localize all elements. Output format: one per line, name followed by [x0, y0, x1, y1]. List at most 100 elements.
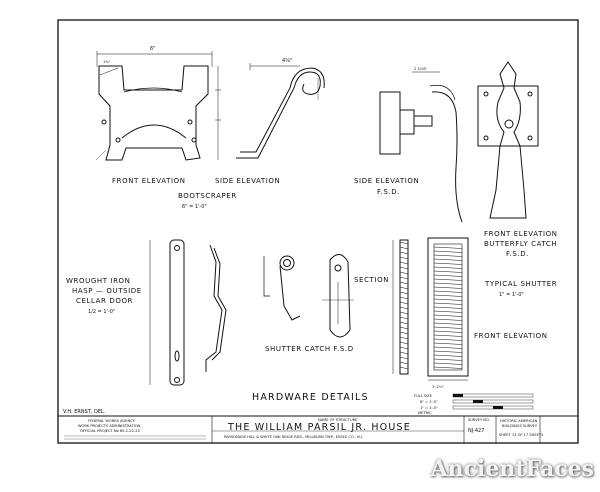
bootscraper-width-dim: 6" — [150, 46, 155, 52]
hasp-line3: CELLAR DOOR — [76, 297, 133, 305]
louver-section-slat — [399, 311, 409, 315]
bootscraper-title: BOOTSCRAPER — [178, 192, 237, 200]
louver-slat — [433, 246, 463, 249]
louver-slat — [433, 274, 463, 277]
louver-section-slat — [399, 361, 409, 365]
shutter-catch-label: SHUTTER CATCH F.S.D — [265, 345, 354, 353]
louver-slat — [433, 358, 463, 361]
louver-section-slat — [399, 246, 409, 250]
butterfly-line1: FRONT ELEVATION — [484, 230, 558, 238]
typical-shutter-scale: 1" = 1'-0" — [499, 292, 524, 298]
bootscraper-side-drawing — [236, 63, 325, 159]
shutter-louvers — [399, 241, 463, 370]
louver-section-slat — [399, 331, 409, 335]
typical-shutter-drawing — [392, 237, 469, 381]
louver-slat — [433, 310, 463, 313]
louver-section-slat — [399, 271, 409, 275]
bootscraper-left-dim: 1⅜" — [103, 60, 111, 64]
bootscraper-side-label: SIDE ELEVATION — [215, 177, 280, 185]
location: PARSONAGE HILL & WHITE OAK RIDGE RDS., M… — [224, 435, 363, 439]
louver-slat — [433, 334, 463, 337]
butterfly-line3: F.S.D. — [506, 250, 529, 258]
louver-slat — [433, 262, 463, 265]
hasp-drawing — [149, 239, 227, 386]
louver-section-slat — [399, 336, 409, 340]
ancientfaces-watermark: AncientFaces — [430, 456, 594, 482]
louver-slat — [433, 318, 463, 321]
hasp-line4: 1/2 = 1'-0" — [88, 309, 115, 315]
bootscraper-side-dim: 4⅝" — [282, 58, 292, 64]
louver-slat — [433, 282, 463, 285]
louver-slat — [433, 322, 463, 325]
agency-2: WORK PROJECTS ADMINISTRATION — [78, 424, 141, 428]
house-title: THE WILLIAM PARSIL JR. HOUSE — [227, 422, 411, 433]
section-label: SECTION — [354, 276, 389, 284]
hardware-details-label: HARDWARE DETAILS — [252, 392, 369, 403]
side-fsd-label: SIDE ELEVATION — [354, 177, 419, 185]
butterfly-catch-drawing — [477, 61, 539, 219]
name-of-structure: NAME OF STRUCTURE — [318, 418, 358, 422]
title-block — [58, 393, 578, 443]
typical-shutter-title: TYPICAL SHUTTER — [484, 280, 557, 288]
bootscraper-front-label: FRONT ELEVATION — [112, 177, 186, 185]
louver-section-slat — [399, 316, 409, 320]
typical-shutter-front: FRONT ELEVATION — [474, 332, 548, 340]
survey-no: NJ-427 — [468, 428, 484, 434]
louver-section-slat — [399, 326, 409, 330]
louver-section-slat — [399, 296, 409, 300]
louver-section-slat — [399, 306, 409, 310]
louver-slat — [433, 314, 463, 317]
scale-full: FULL SIZE — [414, 394, 433, 398]
louver-slat — [433, 346, 463, 349]
louver-slat — [433, 266, 463, 269]
louver-slat — [433, 290, 463, 293]
louver-slat — [433, 306, 463, 309]
louver-slat — [433, 294, 463, 297]
sheet-border — [57, 19, 579, 444]
agency-1: FEDERAL WORKS AGENCY — [88, 419, 136, 423]
louver-slat — [433, 350, 463, 353]
hasp-line1: WROUGHT IRON — [66, 277, 130, 285]
delineator: V.H. ERNST, DEL. — [63, 409, 106, 415]
louver-slat — [433, 250, 463, 253]
louver-section-slat — [399, 301, 409, 305]
louver-section-slat — [399, 251, 409, 255]
louver-section-slat — [399, 286, 409, 290]
louver-slat — [433, 270, 463, 273]
side-fsd-sub: F.S.D. — [377, 188, 400, 196]
louver-slat — [433, 258, 463, 261]
louver-section-slat — [399, 351, 409, 355]
sheet-no: SHEET 13 OF 17 SHEETS — [499, 433, 544, 437]
shutter-width-dim: 1'-2⅞" — [432, 385, 444, 389]
louver-section-slat — [399, 356, 409, 360]
louver-section-slat — [399, 256, 409, 260]
louver-slat — [433, 254, 463, 257]
louver-section-slat — [399, 341, 409, 345]
louver-section-slat — [399, 276, 409, 280]
louver-section-slat — [399, 281, 409, 285]
shutter-catch-drawing — [263, 254, 354, 338]
scale-1: 1" = 1'-0" — [420, 406, 438, 410]
louver-slat — [433, 330, 463, 333]
louver-slat — [433, 278, 463, 281]
survey-no-label: SURVEY NO. — [468, 418, 490, 422]
louver-section-slat — [399, 321, 409, 325]
scale-6: 6" = 1'-0" — [420, 400, 438, 404]
louver-slat — [433, 298, 463, 301]
side-fsd-drawing — [379, 71, 463, 223]
side-fsd-dim: 2 3/16" — [414, 67, 427, 71]
louver-slat — [433, 286, 463, 289]
louver-section-slat — [399, 241, 409, 245]
louver-slat — [433, 354, 463, 357]
louver-section-slat — [399, 261, 409, 265]
scale-metric: METRIC — [418, 411, 432, 415]
louver-slat — [433, 366, 463, 369]
louver-slat — [433, 342, 463, 345]
agency-3: OFFICIAL PROJECT No 65-1-22-23 — [80, 429, 140, 433]
bootscraper-scale: 6" = 1'-0" — [182, 204, 207, 210]
hasp-line2: HASP — OUTSIDE — [72, 287, 142, 295]
louver-section-slat — [399, 266, 409, 270]
butterfly-line2: BUTTERFLY CATCH — [484, 240, 557, 248]
